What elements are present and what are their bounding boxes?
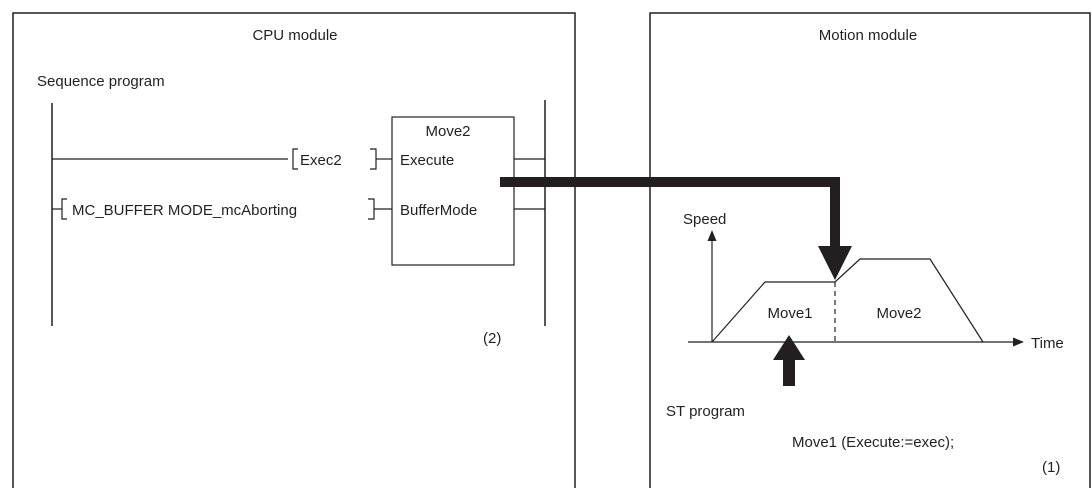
execute-trigger-arrow-shaft — [783, 358, 795, 386]
st-program-label: ST program — [666, 403, 745, 420]
time-axis-label: Time — [1031, 335, 1064, 352]
exec2-contact-right-bracket — [370, 148, 377, 170]
function-block-name: Move2 — [425, 123, 470, 140]
callout-2: (2) — [483, 330, 501, 347]
speed-time-chart: Speed Time Move1 Move2 — [683, 211, 1064, 352]
cpu-module-title: CPU module — [252, 27, 337, 44]
buffer-mode-contact-left-bracket — [61, 198, 67, 220]
function-block-box — [391, 116, 515, 266]
callout-1: (1) — [1042, 459, 1060, 476]
exec2-contact-label: Exec2 — [300, 152, 342, 169]
speed-profile-curve — [711, 258, 984, 343]
function-block-move2: Move2 Execute BufferMode — [391, 116, 545, 266]
exec2-contact-left-bracket — [292, 148, 298, 170]
buffer-mode-contact-right-bracket — [368, 198, 375, 220]
rung-buffer-mode: MC_BUFFER MODE_mcAborting — [52, 198, 392, 220]
cpu-module-panel: CPU module Sequence program Exec2 MC_BUF… — [12, 12, 576, 488]
execute-trigger-arrow-head — [773, 335, 805, 360]
motion-module-panel: Motion module Speed Time Move1 Move2 ST … — [649, 12, 1091, 488]
buffer-mode-contact-label: MC_BUFFER MODE_mcAborting — [72, 202, 297, 219]
time-axis-arrow — [1013, 337, 1024, 347]
signal-arrow-cpu-to-motion — [500, 177, 852, 280]
segment-move1-label: Move1 — [767, 305, 812, 322]
signal-arrow-path — [500, 177, 840, 248]
cpu-module-border — [12, 12, 576, 488]
motion-module-title: Motion module — [819, 27, 917, 44]
sequence-program-label: Sequence program — [37, 73, 165, 90]
speed-axis-label: Speed — [683, 211, 726, 228]
st-program-code: Move1 (Execute:=exec); — [792, 434, 954, 451]
execute-trigger-arrow — [773, 335, 805, 386]
speed-axis-arrow — [707, 230, 717, 241]
fb-input-buffer-mode: BufferMode — [400, 202, 477, 219]
fb-input-execute: Execute — [400, 152, 454, 169]
rung-execute: Exec2 — [52, 148, 392, 170]
motion-module-border — [649, 12, 1091, 488]
signal-arrow-head — [818, 246, 852, 280]
segment-move2-label: Move2 — [876, 305, 921, 322]
